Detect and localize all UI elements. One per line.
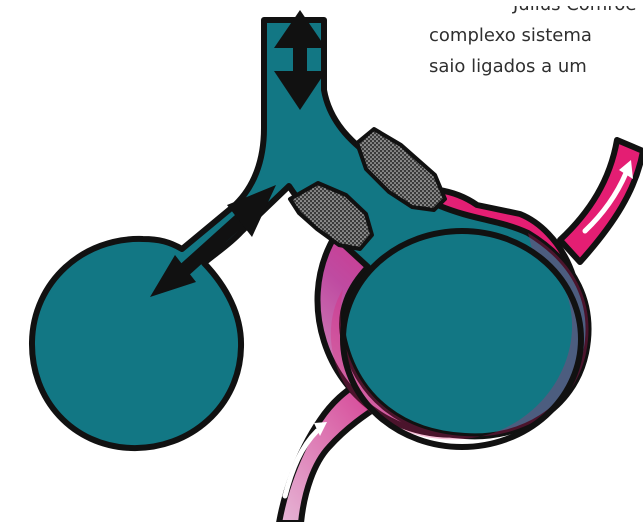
particle-cluster-right	[355, 127, 447, 212]
paragraph-line-1: Julius Comroe	[513, 6, 636, 20]
paragraph-line-3: saio ligados a um	[429, 56, 587, 77]
particle-cluster-left	[288, 181, 374, 251]
blood-flow-arrow-upper	[582, 160, 633, 234]
blood-flow-arrow-lower	[282, 422, 327, 499]
diagonal-airflow-arrow	[150, 185, 276, 297]
right-alveolus-inner-ring	[340, 228, 584, 450]
partial-paragraph: Julius Comroe complexo sistema saio liga…	[429, 6, 643, 86]
vertical-airflow-arrow	[274, 10, 326, 110]
paragraph-line-2: complexo sistema	[429, 25, 592, 46]
airway	[28, 17, 592, 452]
